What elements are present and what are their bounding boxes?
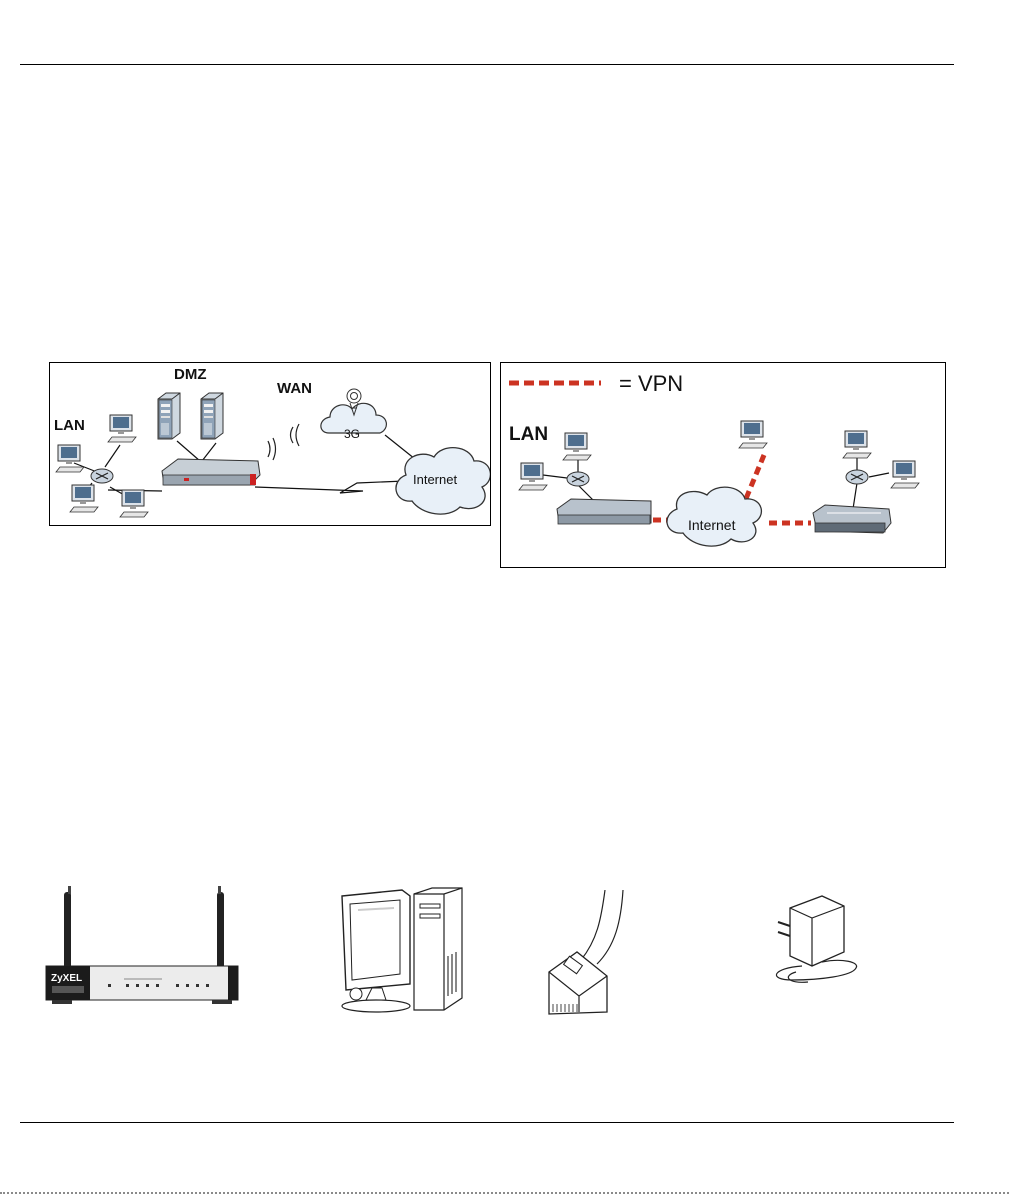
lan-pc-icon <box>563 433 591 460</box>
network-overview-diagram: 3G Internet DMZ WAN LAN <box>50 363 490 525</box>
lan-pc-icon <box>108 415 136 442</box>
wan-label: WAN <box>277 380 312 397</box>
lan-pc-icon <box>843 431 871 458</box>
lan-pc-icon <box>120 490 148 517</box>
switch-icon <box>567 472 589 486</box>
server-icon <box>158 393 180 439</box>
brand-logo: ZyXEL <box>51 973 82 984</box>
vpn-gateway-right-icon <box>813 505 891 533</box>
vpn-legend-label: = VPN <box>619 371 683 396</box>
network-overview-figure: 3G Internet DMZ WAN LAN <box>49 362 491 526</box>
lan-label: LAN <box>54 417 85 434</box>
page-edge-dotted-line <box>0 1192 1009 1194</box>
vpn-figure: = VPN LAN <box>500 362 946 568</box>
remote-pc-icon <box>739 421 767 448</box>
internet-label: Internet <box>413 472 457 487</box>
vpn-diagram: = VPN LAN <box>501 363 945 567</box>
footer-rule <box>20 1122 954 1123</box>
zywall-router-icon <box>162 459 260 485</box>
wireless-signal-icon <box>268 424 299 460</box>
lan-pc-icon <box>56 445 84 472</box>
vpn-gateway-left-icon <box>557 499 651 524</box>
zywall-device-image: ZyXEL <box>42 886 242 1008</box>
lan-pc-icon <box>70 485 98 512</box>
rj45-connector-icon <box>549 952 607 1014</box>
lan-pc-icon <box>519 463 547 490</box>
power-adapter-image <box>762 892 870 986</box>
lan-label: LAN <box>509 424 548 445</box>
switch-icon <box>91 469 113 483</box>
ethernet-cable-image <box>535 890 630 1018</box>
header-rule <box>20 64 954 65</box>
lan-pc-icon <box>891 461 919 488</box>
server-icon <box>201 393 223 439</box>
computer-image <box>336 886 466 1018</box>
dmz-label: DMZ <box>174 366 207 383</box>
3g-label: 3G <box>344 427 360 441</box>
switch-icon <box>846 470 868 484</box>
internet-label: Internet <box>688 517 736 533</box>
monitor-icon <box>342 890 410 1012</box>
power-adapter-icon <box>778 896 844 966</box>
computer-tower-icon <box>414 888 462 1010</box>
